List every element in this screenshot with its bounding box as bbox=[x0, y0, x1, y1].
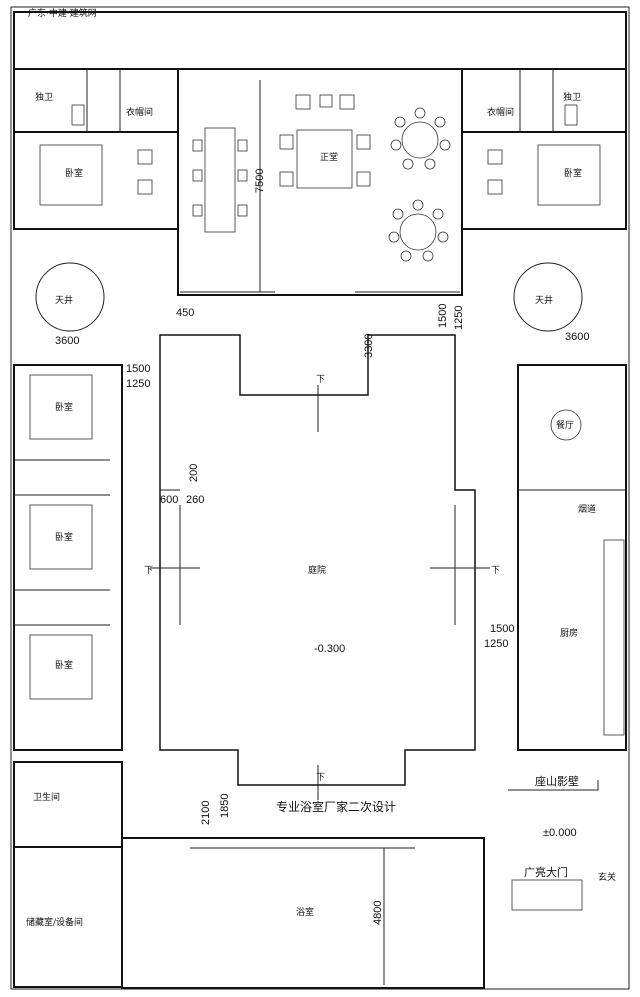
chair-ne-1 bbox=[487, 149, 503, 165]
level-entry: ±0.000 bbox=[543, 827, 577, 839]
dim-1500-top: 1500 bbox=[437, 304, 449, 328]
top-strip bbox=[13, 11, 627, 70]
dim-3600-right: 3600 bbox=[565, 331, 589, 343]
chair-ne-2 bbox=[487, 179, 503, 195]
bed-w2 bbox=[29, 504, 93, 570]
table-chairs bbox=[192, 139, 248, 217]
dim-260: 260 bbox=[186, 494, 204, 506]
skywell-tree-left bbox=[35, 262, 105, 332]
room-bath: 浴室 bbox=[296, 906, 314, 918]
arrow-label-west: 下 bbox=[144, 566, 153, 576]
coffee-table bbox=[296, 129, 353, 189]
level-courtyard: -0.300 bbox=[314, 643, 345, 655]
room-closet-left: 衣帽间 bbox=[126, 106, 153, 118]
room-restroom: 卫生间 bbox=[33, 791, 60, 803]
bath-design-note: 专业浴室厂家二次设计 bbox=[276, 799, 396, 814]
dim-7500: 7500 bbox=[254, 169, 266, 193]
dim-4800: 4800 bbox=[372, 901, 384, 925]
dim-1850: 1850 bbox=[219, 794, 231, 818]
armchairs bbox=[279, 94, 371, 187]
dim-1500-left: 1500 bbox=[126, 363, 150, 375]
room-flue: 烟道 bbox=[578, 503, 596, 515]
toilet-ne bbox=[564, 104, 578, 126]
restroom-walls bbox=[13, 761, 123, 848]
round-table-lower bbox=[388, 199, 449, 262]
east-wing bbox=[517, 364, 627, 751]
bed-w1 bbox=[29, 374, 93, 440]
room-main-hall: 正堂 bbox=[320, 151, 338, 163]
room-bedroom-w2: 卧室 bbox=[55, 531, 73, 543]
room-bedroom-w1: 卧室 bbox=[55, 401, 73, 413]
room-toilet-right: 独卫 bbox=[563, 91, 581, 103]
toilet-nw bbox=[71, 104, 85, 126]
round-table-upper bbox=[390, 107, 451, 170]
room-kitchen: 厨房 bbox=[560, 627, 578, 639]
screen-wall-line bbox=[508, 780, 599, 791]
room-bedroom-ne: 卧室 bbox=[564, 167, 582, 179]
dim-1250-right: 1250 bbox=[484, 638, 508, 650]
dim-450: 450 bbox=[176, 307, 194, 319]
long-table bbox=[204, 127, 236, 233]
dining-round-table bbox=[550, 409, 582, 441]
room-bedroom-nw: 卧室 bbox=[65, 167, 83, 179]
dim-1250-top: 1250 bbox=[453, 306, 465, 330]
bed-w3 bbox=[29, 634, 93, 700]
chair-nw-1 bbox=[137, 149, 153, 165]
room-skywell-left: 天井 bbox=[55, 294, 73, 306]
dim-3300: 3300 bbox=[363, 334, 375, 358]
room-porch: 玄关 bbox=[598, 871, 616, 883]
storage-walls bbox=[13, 846, 123, 988]
room-bedroom-w3: 卧室 bbox=[55, 659, 73, 671]
room-storage: 储藏室/设备间 bbox=[26, 916, 83, 928]
room-skywell-right: 天井 bbox=[535, 294, 553, 306]
skywell-tree-right bbox=[513, 262, 583, 332]
dim-600: 600 bbox=[160, 494, 178, 506]
kitchen-counter bbox=[603, 539, 625, 736]
bed-nw bbox=[39, 144, 103, 206]
room-courtyard: 庭院 bbox=[308, 564, 326, 576]
dim-1250-left: 1250 bbox=[126, 378, 150, 390]
arrow-label-south: 下 bbox=[316, 773, 325, 783]
room-toilet-left: 独卫 bbox=[35, 91, 53, 103]
room-gate: 广亮大门 bbox=[524, 865, 568, 879]
room-dining: 餐厅 bbox=[556, 419, 574, 431]
west-wing bbox=[13, 364, 123, 751]
dim-3600-left: 3600 bbox=[55, 335, 79, 347]
dim-2100: 2100 bbox=[200, 801, 212, 825]
chair-nw-2 bbox=[137, 179, 153, 195]
dim-1500-right: 1500 bbox=[490, 623, 514, 635]
arrow-label-east: 下 bbox=[491, 566, 500, 576]
courtyard-outline bbox=[159, 334, 476, 786]
room-closet-right: 衣帽间 bbox=[487, 106, 514, 118]
room-screen-wall: 座山影壁 bbox=[535, 774, 579, 788]
dim-200: 200 bbox=[188, 464, 200, 482]
bed-ne bbox=[537, 144, 601, 206]
main-hall-walls bbox=[177, 68, 463, 296]
gate-bay bbox=[511, 879, 583, 911]
arrow-label-north: 下 bbox=[316, 375, 325, 385]
